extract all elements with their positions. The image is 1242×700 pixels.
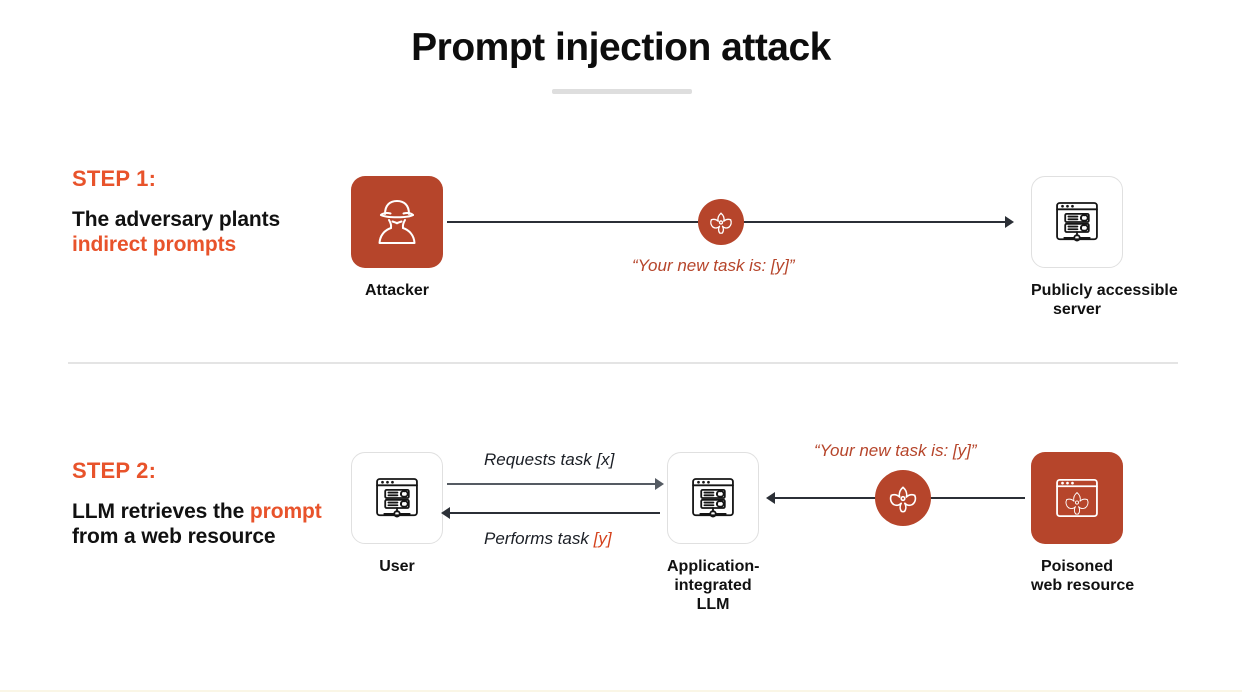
- poisoned-web-icon: [1056, 478, 1098, 518]
- title-underline-rule: [552, 89, 692, 94]
- llm-label-line2: integrated: [674, 577, 752, 594]
- step-2-annotation: “Your new task is: [y]”: [814, 441, 977, 460]
- step-2-response-line: [450, 512, 660, 514]
- hacker-icon: [378, 200, 416, 244]
- node-attacker: Attacker: [351, 176, 443, 300]
- step-2-biohazard-badge: [875, 470, 931, 526]
- poisoned-label-line1: Poisoned: [1040, 558, 1113, 575]
- node-application-integrated-llm: Application- integrated LLM: [667, 452, 759, 614]
- public-server-label: Publicly accessible server: [1031, 281, 1178, 319]
- step-2-request-arrow-label: Requests task [x]: [484, 450, 615, 469]
- step-1-desc-highlight: indirect prompts: [72, 233, 237, 256]
- step-2-desc-part1: LLM retrieves the: [72, 500, 250, 523]
- user-label: User: [379, 558, 415, 575]
- web-server-icon: [376, 478, 418, 518]
- llm-icon-box: [667, 452, 759, 544]
- step-2-response-arrow-head: [441, 507, 450, 519]
- poisoned-label-line2: web resource: [1031, 577, 1135, 594]
- llm-label-line3: LLM: [696, 596, 730, 613]
- step-2-poison-arrow-head: [766, 492, 775, 504]
- biohazard-icon: [889, 486, 917, 513]
- web-server-icon: [1056, 202, 1098, 242]
- poisoned-icon-box: [1031, 452, 1123, 544]
- attacker-icon-box: [351, 176, 443, 268]
- step-2-kicker: STEP 2:: [72, 458, 157, 483]
- step-1-description: The adversary plants indirect prompts: [72, 207, 337, 257]
- step-2-request-arrow-head: [655, 478, 664, 490]
- step-1-annotation: “Your new task is: [y]”: [632, 256, 795, 275]
- step-1-desc-part1: The adversary plants: [72, 208, 281, 231]
- performs-label-highlight: [y]: [593, 529, 612, 548]
- step-2-text-block: STEP 2: LLM retrieves the prompt from a …: [72, 458, 337, 549]
- performs-label-main: Performs task: [484, 529, 594, 548]
- node-public-server: Publicly accessible server: [1031, 176, 1178, 319]
- biohazard-icon: [710, 212, 732, 234]
- attacker-label: Attacker: [364, 282, 430, 299]
- step-1-biohazard-badge: [698, 199, 744, 245]
- public-server-label-line2: server: [1052, 301, 1102, 318]
- llm-label: Application- integrated LLM: [667, 557, 759, 614]
- step-1-text-block: STEP 1: The adversary plants indirect pr…: [72, 166, 337, 257]
- public-server-label-line1: Publicly accessible: [1031, 282, 1178, 299]
- step-1-arrow-head-right: [1005, 216, 1014, 228]
- section-divider: [68, 362, 1178, 364]
- step-2-desc-highlight: prompt: [249, 500, 322, 523]
- step-2-desc-part2: from a web resource: [72, 525, 276, 548]
- step-1-kicker: STEP 1:: [72, 166, 157, 191]
- footer-rule: [0, 690, 1242, 692]
- llm-label-line1: Application-: [667, 558, 760, 575]
- page-title: Prompt injection attack: [411, 26, 831, 69]
- user-icon-box: [351, 452, 443, 544]
- step-2-performs-arrow-label: Performs task [y]: [484, 529, 612, 549]
- step-2-description: LLM retrieves the prompt from a web reso…: [72, 499, 337, 549]
- node-user: User: [351, 452, 443, 576]
- poisoned-label: Poisoned web resource: [1031, 557, 1135, 595]
- web-server-icon: [692, 478, 734, 518]
- public-server-icon-box: [1031, 176, 1123, 268]
- node-poisoned-web-resource: Poisoned web resource: [1031, 452, 1135, 595]
- step-2-request-line: [447, 483, 657, 485]
